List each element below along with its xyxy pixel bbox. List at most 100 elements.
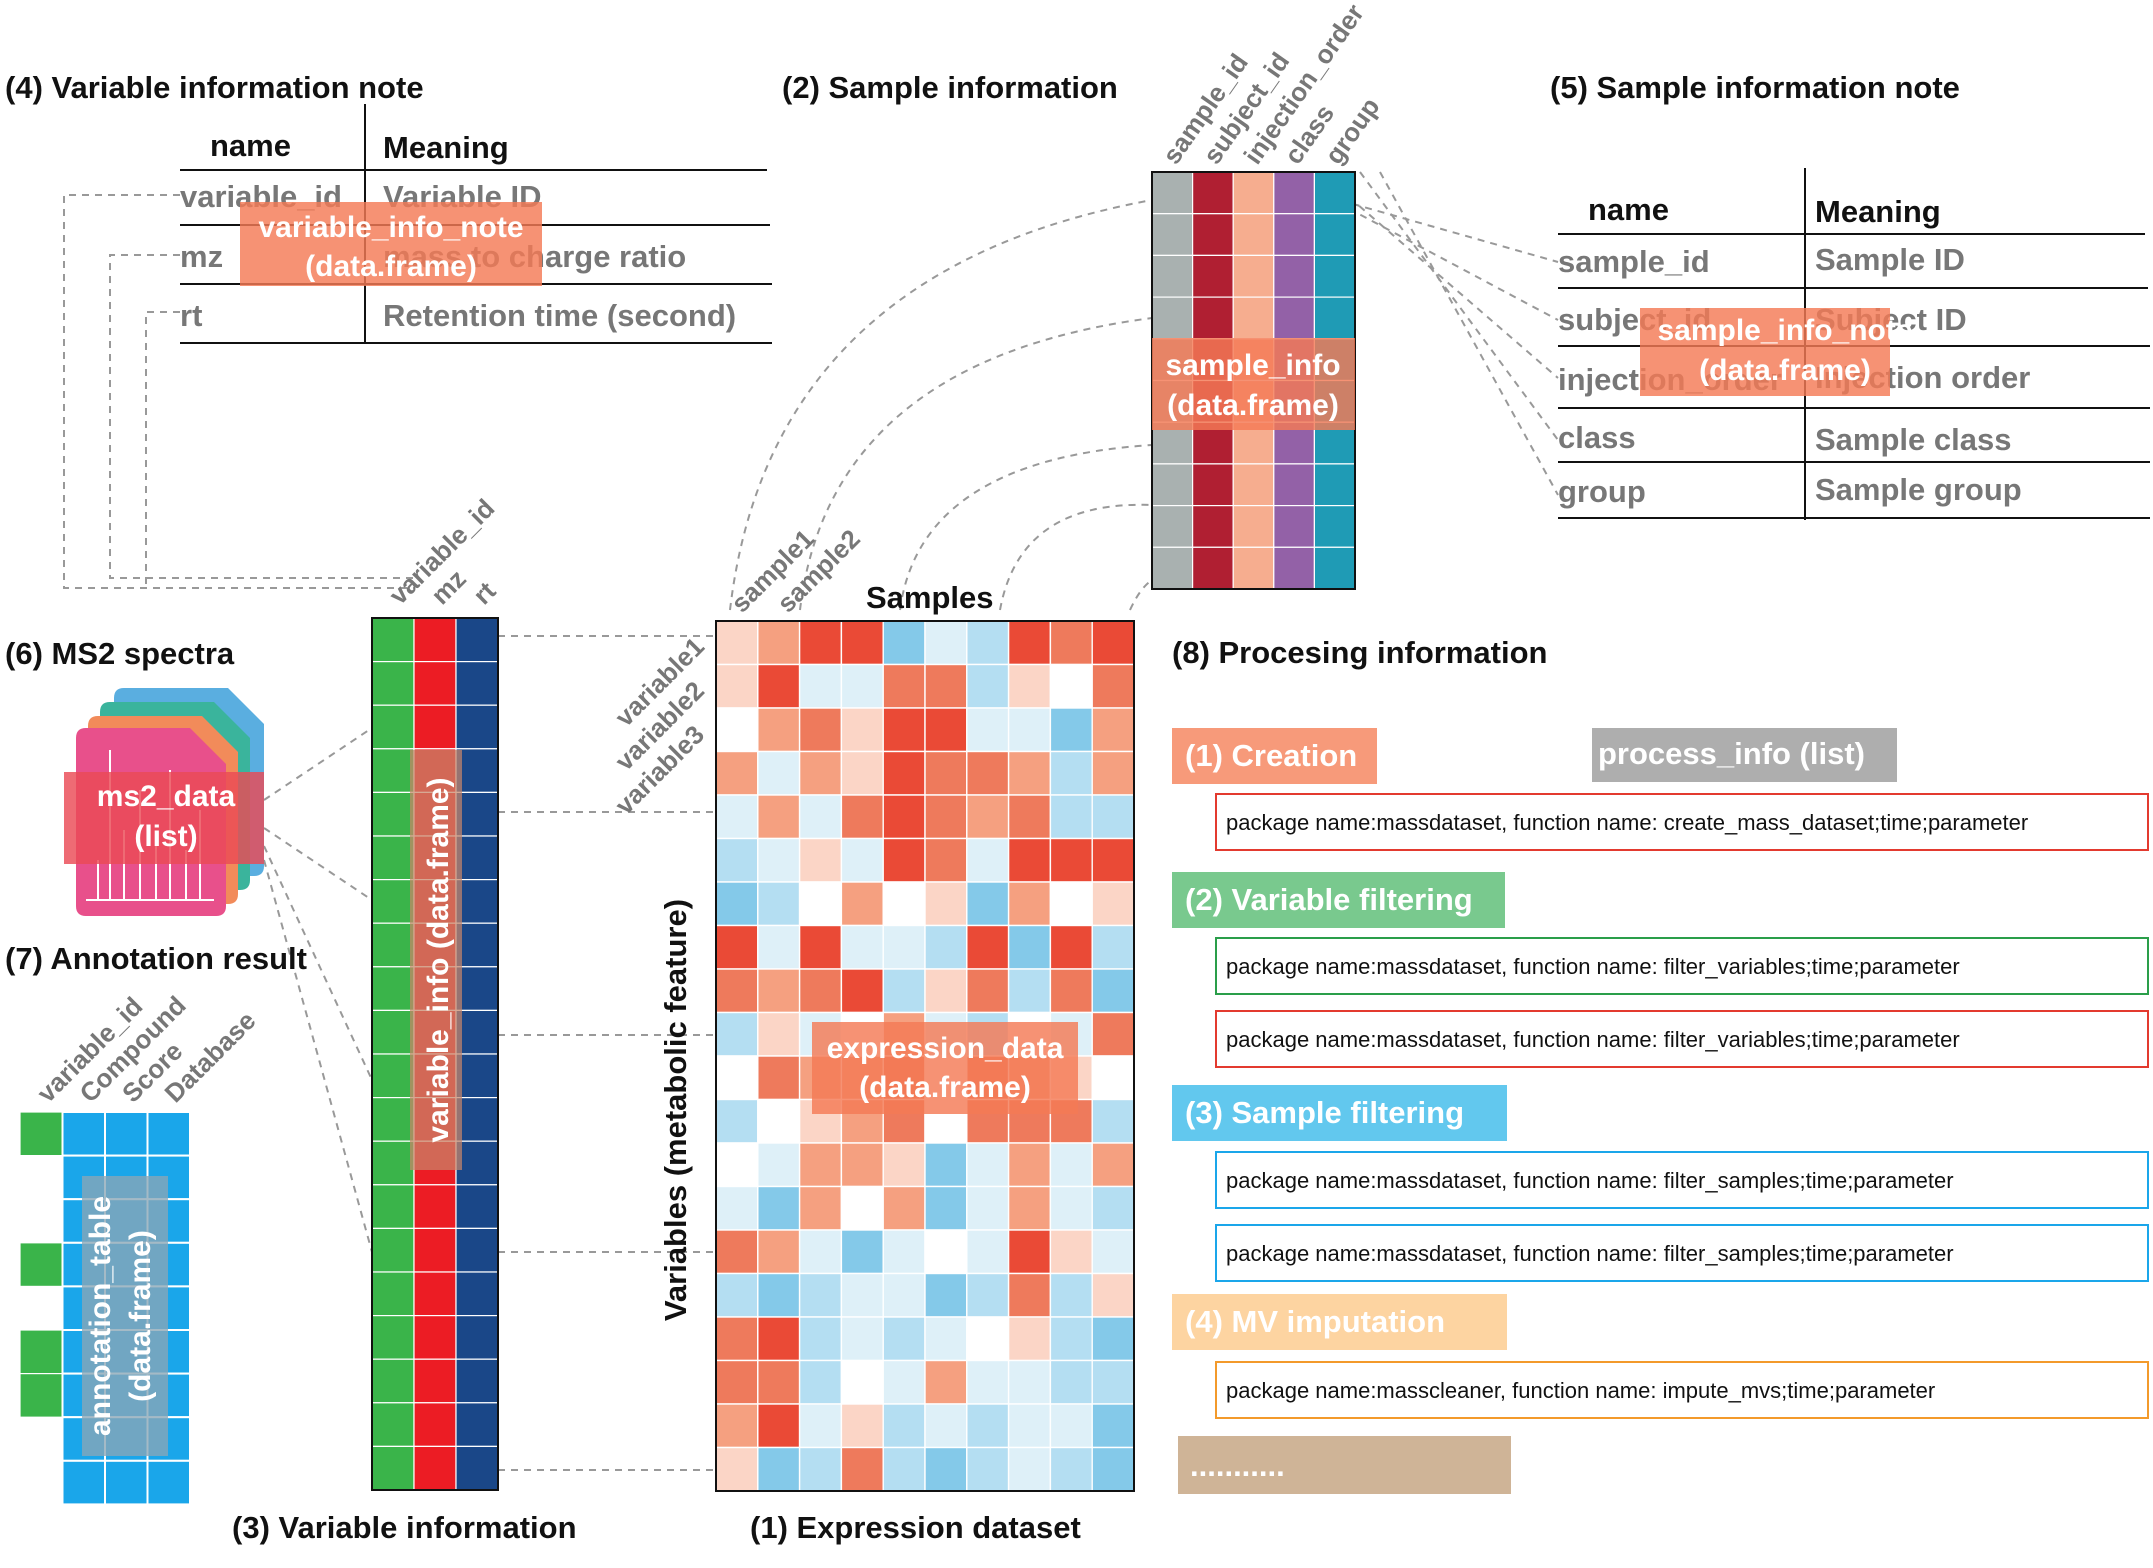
variable-info-overlay: variable_info (data.frame) (410, 750, 462, 1170)
heatmap-cell (882, 1359, 926, 1405)
variable-info-cell (413, 1445, 457, 1491)
heatmap-cell (924, 620, 968, 666)
variable-info-cell (413, 660, 457, 706)
heatmap-cell (1091, 924, 1135, 970)
heatmap-cell (966, 707, 1010, 753)
sample-info-cell (1232, 463, 1275, 507)
variable-info-cell (455, 1009, 499, 1055)
sample-info-overlay: sample_info (data.frame) (1152, 338, 1355, 430)
heatmap-cell (1091, 750, 1135, 796)
variable-info-cell (371, 922, 415, 968)
heatmap-cell (840, 1272, 884, 1318)
variable-info-cell (413, 1184, 457, 1230)
variable-note-header-name: name (210, 128, 291, 163)
heatmap-cell (798, 924, 843, 970)
process-ellipsis-box (1178, 1436, 1511, 1494)
variable-note-row-2-name: rt (180, 298, 202, 333)
connector-path (799, 317, 1153, 611)
sample-info-cell (1151, 296, 1194, 340)
heatmap-cell (757, 968, 801, 1014)
variable-info-overlay-text: variable_info (data.frame) (422, 777, 455, 1142)
heatmap-cell (715, 663, 759, 709)
heatmap-cell (1091, 1011, 1135, 1057)
annotation-id-cell (19, 1111, 64, 1157)
heatmap-cell (715, 1142, 759, 1188)
heatmap-cell (715, 1011, 759, 1057)
connector-path (263, 827, 373, 901)
heatmap-cell (840, 924, 884, 970)
heatmap-cell (715, 1185, 759, 1231)
heatmap-cell (924, 837, 968, 883)
heatmap-cell (1007, 1229, 1052, 1275)
heatmap-cell (757, 620, 801, 666)
heatmap-cell (840, 750, 884, 796)
variable-info-cell (455, 1053, 499, 1099)
process-step-label: (3) Sample filtering (1185, 1095, 1464, 1130)
connector-path (263, 845, 373, 1081)
variable-note-row-2-meaning: Retention time (second) (383, 298, 736, 333)
heatmap-cell (715, 1403, 759, 1449)
variable-info-cell (455, 704, 499, 750)
variable-info-cell (455, 1314, 499, 1360)
heatmap-cell (966, 1403, 1010, 1449)
sample-info-cell (1273, 505, 1316, 548)
heatmap-cell (840, 663, 884, 709)
heatmap-cell (840, 1142, 884, 1188)
variable-info-cell (371, 1009, 415, 1055)
process-package-box (1215, 937, 2149, 995)
heatmap-cell (1049, 663, 1093, 709)
heatmap-cell (924, 663, 968, 709)
heatmap-cell (882, 1403, 926, 1449)
variable-info-cell (371, 1445, 415, 1491)
heatmap-cell (798, 1272, 843, 1318)
sample-info-cell (1151, 463, 1194, 507)
heatmap-cell (757, 1142, 801, 1188)
sample-info-cell (1273, 254, 1316, 298)
heatmap-cell (1007, 750, 1052, 796)
title-ms2: (6) MS2 spectra (5, 636, 235, 671)
sample-info-cell (1273, 463, 1316, 507)
heatmap-cell (924, 1403, 968, 1449)
heatmap-cell (757, 1446, 801, 1492)
heatmap-cell (1091, 1098, 1135, 1144)
heatmap-cell (1049, 750, 1093, 796)
variables-axis-label: Variables (metabolic feature) (658, 899, 693, 1321)
variable-info-cell (371, 660, 415, 706)
heatmap-cell (966, 1446, 1010, 1492)
connector-path (145, 311, 180, 588)
heatmap-cell (798, 707, 843, 753)
heatmap-cell (757, 1403, 801, 1449)
variable-info-cell (413, 1358, 457, 1404)
expression-heatmap (715, 620, 1135, 1492)
sample-info-cell (1151, 213, 1194, 256)
heatmap-cell (1091, 1185, 1135, 1231)
sample-info-cell (1313, 254, 1356, 298)
heatmap-cell (757, 794, 801, 840)
variable-info-cell (371, 704, 415, 750)
heatmap-cell (924, 1185, 968, 1231)
heatmap-cell (1091, 1316, 1135, 1362)
annotation-cell (61, 1111, 106, 1157)
heatmap-cell (715, 620, 759, 666)
connector-path (1379, 171, 1559, 496)
heatmap-cell (798, 1185, 843, 1231)
variable-info-cell (371, 617, 415, 663)
sample-info-cell (1273, 171, 1316, 215)
connector-path (109, 254, 414, 579)
annotation-id-cell (19, 1242, 64, 1288)
heatmap-cell (966, 620, 1010, 666)
process-step-label: (4) MV imputation (1185, 1304, 1445, 1339)
heatmap-border (715, 620, 1135, 1492)
title-annotation: (7) Annotation result (5, 941, 307, 976)
heatmap-cell (924, 707, 968, 753)
sample-info-cell (1313, 213, 1356, 256)
heatmap-cell (1049, 1142, 1093, 1188)
ms2-overlay-type: (list) (134, 820, 197, 853)
process-package-text: package name:masscleaner, function name:… (1226, 1378, 1935, 1403)
variable-info-cell (371, 1402, 415, 1448)
heatmap-cell (882, 750, 926, 796)
heatmap-cell (757, 1098, 801, 1144)
sample-info-cell (1151, 546, 1194, 590)
